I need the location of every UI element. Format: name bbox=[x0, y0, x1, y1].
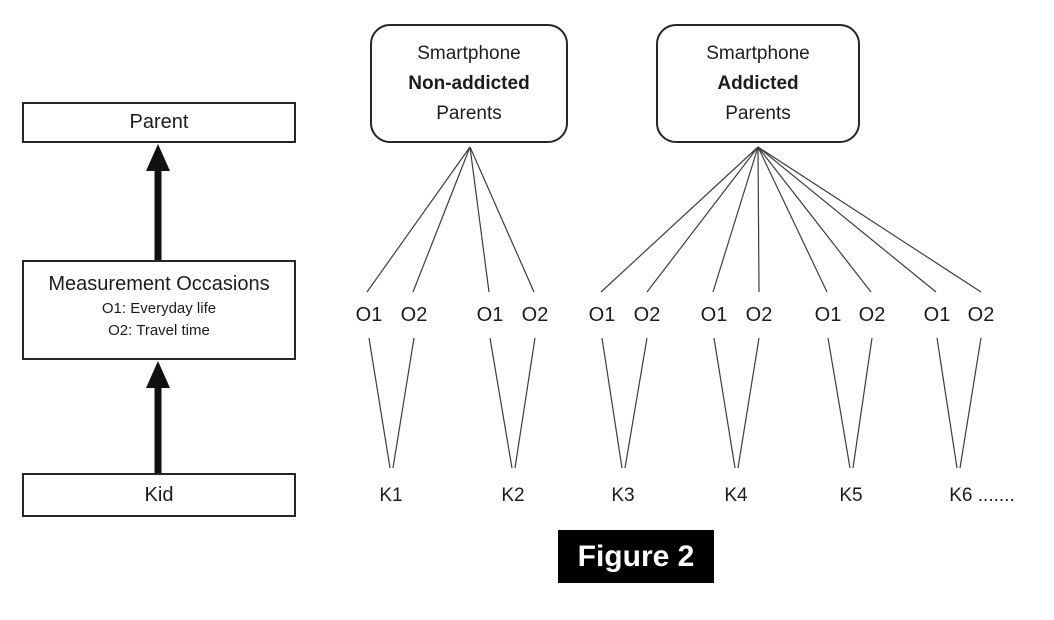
o-label: O2 bbox=[633, 304, 661, 326]
figure-caption: Figure 2 bbox=[558, 530, 714, 583]
fan-addicted-lines bbox=[600, 146, 982, 293]
o-label: O1 bbox=[355, 304, 383, 326]
connector-line bbox=[757, 146, 872, 293]
connector-line bbox=[600, 146, 759, 293]
o-label: O1 bbox=[700, 304, 728, 326]
occasion2-definition: O2: Travel time bbox=[108, 322, 210, 339]
fan-nonaddicted-lines bbox=[366, 146, 535, 293]
connector-line bbox=[757, 146, 937, 293]
connector-line bbox=[368, 337, 391, 469]
parent-box-label: Parent bbox=[129, 111, 189, 133]
connector-line bbox=[489, 337, 513, 469]
connector-line bbox=[469, 146, 535, 293]
connector-line bbox=[646, 146, 759, 293]
occasion-to-kid-lines bbox=[368, 337, 982, 469]
arrow-head-icon bbox=[146, 361, 170, 388]
arrow-measurement-to-parent bbox=[146, 144, 170, 260]
k-label: K4 bbox=[724, 485, 748, 506]
arrow-kid-to-measurement bbox=[146, 361, 170, 473]
connector-line bbox=[624, 337, 648, 469]
connector-line bbox=[757, 146, 760, 293]
group-addicted-line1: Smartphone bbox=[706, 42, 810, 64]
measurement-box-title: Measurement Occasions bbox=[48, 273, 270, 295]
o-label: O1 bbox=[923, 304, 951, 326]
connector-line bbox=[514, 337, 536, 469]
connector-line bbox=[713, 337, 736, 469]
figure-caption-text: Figure 2 bbox=[577, 539, 695, 573]
occasion1-definition: O1: Everyday life bbox=[101, 300, 217, 317]
group-addicted-line3: Parents bbox=[725, 102, 791, 124]
connector-line bbox=[757, 146, 982, 293]
o-label: O1 bbox=[476, 304, 504, 326]
group-box-addicted: Smartphone Addicted Parents bbox=[656, 24, 860, 143]
connector-line bbox=[412, 146, 471, 293]
connector-line bbox=[366, 146, 471, 293]
connector-line bbox=[852, 337, 873, 469]
o-label: O2 bbox=[745, 304, 773, 326]
k-label: K5 bbox=[839, 485, 863, 506]
connector-line bbox=[469, 146, 490, 293]
arrow-head-icon bbox=[146, 144, 170, 171]
measurement-occasions-box: Measurement Occasions O1: Everyday life … bbox=[22, 260, 296, 360]
connector-line bbox=[757, 146, 828, 293]
o-label: O2 bbox=[400, 304, 428, 326]
connector-line bbox=[601, 337, 623, 469]
connector-line bbox=[827, 337, 851, 469]
connector-line bbox=[737, 337, 760, 469]
kid-box-label: Kid bbox=[144, 483, 174, 506]
group-nonaddicted-line3: Parents bbox=[436, 102, 502, 124]
group-nonaddicted-line1: Smartphone bbox=[417, 42, 521, 64]
o-label: O1 bbox=[814, 304, 842, 326]
o-label: O2 bbox=[967, 304, 995, 326]
group-nonaddicted-line2: Non-addicted bbox=[408, 72, 530, 94]
o-label: O2 bbox=[858, 304, 886, 326]
k-label: K1 bbox=[379, 485, 403, 506]
connector-line bbox=[712, 146, 759, 293]
connector-line bbox=[392, 337, 415, 469]
k-label: K3 bbox=[611, 485, 635, 506]
connector-line bbox=[959, 337, 982, 469]
group-box-nonaddicted: Smartphone Non-addicted Parents bbox=[370, 24, 568, 143]
k-label: K2 bbox=[501, 485, 525, 506]
connector-line bbox=[936, 337, 958, 469]
group-addicted-line2: Addicted bbox=[717, 72, 799, 94]
parent-box: Parent bbox=[22, 102, 296, 143]
o-label: O1 bbox=[588, 304, 616, 326]
k-label: K6 ....... bbox=[949, 485, 1015, 506]
o-label: O2 bbox=[521, 304, 549, 326]
kid-box: Kid bbox=[22, 473, 296, 517]
